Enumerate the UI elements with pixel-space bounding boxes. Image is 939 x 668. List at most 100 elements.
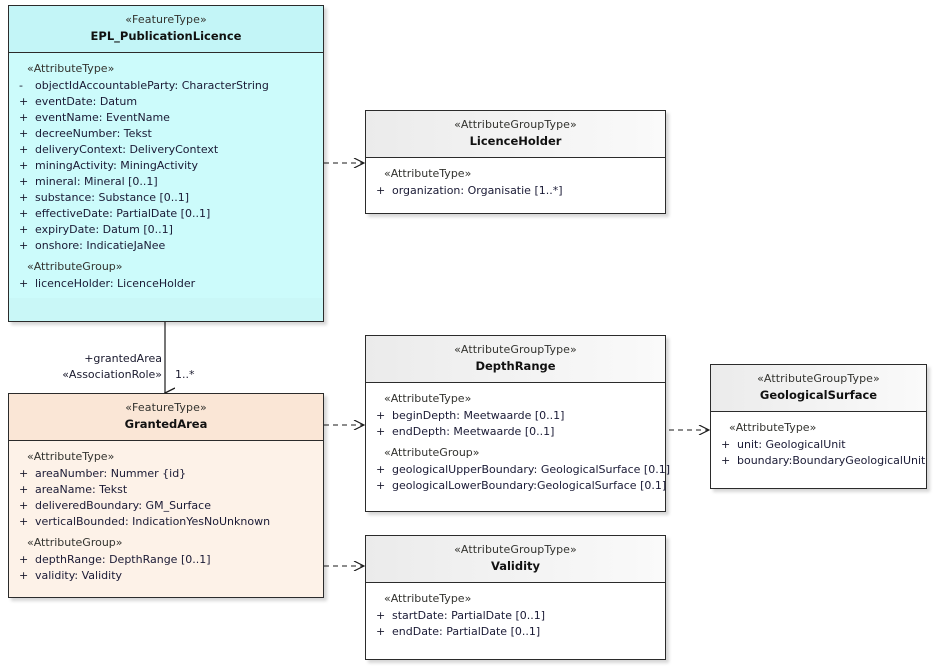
class-stereotype: «AttributeGroupType»: [454, 343, 577, 356]
class-box-depth-range[interactable]: «AttributeGroupType» DepthRange «Attribu…: [365, 335, 670, 512]
attribute-row[interactable]: + areaName: Tekst: [13, 481, 319, 497]
attribute-visibility: +: [721, 453, 731, 467]
compartment-group-label: «AttributeType»: [27, 450, 115, 464]
class-box-granted-area[interactable]: «FeatureType» GrantedArea «AttributeType…: [8, 393, 324, 598]
attribute-label: decreeNumber: Tekst: [35, 126, 152, 140]
attribute-label: licenceHolder: LicenceHolder: [35, 276, 196, 290]
attribute-visibility: +: [376, 408, 386, 422]
class-stereotype: «AttributeGroupType»: [454, 543, 577, 556]
attribute-row[interactable]: + eventDate: Datum: [13, 93, 319, 109]
attribute-visibility: +: [19, 142, 29, 156]
class-header-validity: «AttributeGroupType» Validity: [366, 536, 665, 584]
attribute-row[interactable]: + geologicalLowerBoundary:GeologicalSurf…: [370, 477, 666, 493]
attribute-label: endDepth: Meetwaarde [0..1]: [392, 424, 555, 438]
attribute-label: onshore: IndicatieJaNee: [35, 238, 166, 252]
class-box-licence-holder[interactable]: «AttributeGroupType» LicenceHolder «Attr…: [365, 110, 666, 214]
association-role-name: +grantedArea: [84, 352, 162, 365]
attribute-visibility: +: [19, 94, 29, 108]
attribute-label: substance: Substance [0..1]: [35, 190, 190, 204]
attribute-visibility: +: [19, 482, 29, 496]
attribute-visibility: +: [19, 276, 29, 290]
attribute-row[interactable]: + validity: Validity: [13, 567, 319, 583]
attribute-label: eventDate: Datum: [35, 94, 138, 108]
attribute-row[interactable]: + boundary:BoundaryGeologicalUnit: [715, 452, 926, 468]
compartment-group-label: «AttributeType»: [384, 392, 472, 406]
class-stereotype: «AttributeGroupType»: [454, 118, 577, 131]
attribute-visibility: +: [19, 238, 29, 252]
attribute-label: deliveryContext: DeliveryContext: [35, 142, 219, 156]
attribute-visibility: +: [721, 437, 731, 451]
attribute-label: boundary:BoundaryGeologicalUnit: [737, 453, 926, 467]
compartment-group-label: «AttributeType»: [729, 421, 817, 435]
class-box-geological-surface[interactable]: «AttributeGroupType» GeologicalSurface «…: [710, 364, 927, 489]
attribute-row[interactable]: + substance: Substance [0..1]: [13, 189, 319, 205]
attribute-label: deliveredBoundary: GM_Surface: [35, 498, 211, 512]
attribute-label: areaName: Tekst: [35, 482, 128, 496]
attribute-row[interactable]: + endDepth: Meetwaarde [0..1]: [370, 423, 661, 439]
class-body-depth-range: «AttributeType» + beginDepth: Meetwaarde…: [366, 383, 670, 501]
compartment-group-label: «AttributeType»: [384, 167, 472, 181]
attribute-row[interactable]: + areaNumber: Nummer {id}: [13, 465, 319, 481]
attribute-label: mineral: Mineral [0..1]: [35, 174, 158, 188]
association-multiplicity-label: 1..*: [175, 368, 195, 381]
attribute-label: geologicalUpperBoundary: GeologicalSurfa…: [392, 462, 671, 476]
class-name: DepthRange: [475, 358, 556, 373]
attribute-label: eventName: EventName: [35, 110, 170, 124]
attribute-visibility: +: [19, 466, 29, 480]
attribute-row[interactable]: + startDate: PartialDate [0..1]: [370, 607, 661, 623]
class-box-validity[interactable]: «AttributeGroupType» Validity «Attribute…: [365, 535, 666, 660]
attribute-visibility: +: [19, 206, 29, 220]
attribute-label: verticalBounded: IndicationYesNoUnknown: [35, 514, 271, 528]
attribute-row[interactable]: + onshore: IndicatieJaNee: [13, 237, 319, 253]
class-header-epl-publication-licence: «FeatureType» EPL_PublicationLicence: [9, 6, 323, 54]
attribute-visibility: +: [19, 190, 29, 204]
attribute-row[interactable]: + effectiveDate: PartialDate [0..1]: [13, 205, 319, 221]
compartment-group-label: «AttributeType»: [27, 62, 115, 76]
attribute-row[interactable]: + licenceHolder: LicenceHolder: [13, 275, 319, 291]
attribute-row[interactable]: + eventName: EventName: [13, 109, 319, 125]
class-header-licence-holder: «AttributeGroupType» LicenceHolder: [366, 111, 665, 159]
class-name: GeologicalSurface: [759, 387, 878, 402]
class-name: LicenceHolder: [469, 133, 562, 148]
attribute-label: effectiveDate: PartialDate [0..1]: [35, 206, 211, 220]
attribute-row[interactable]: - objectIdAccountableParty: CharacterStr…: [13, 77, 319, 93]
class-box-epl-publication-licence[interactable]: «FeatureType» EPL_PublicationLicence «At…: [8, 5, 324, 322]
attribute-row[interactable]: + endDate: PartialDate [0..1]: [370, 623, 661, 639]
attribute-visibility: +: [19, 514, 29, 528]
association-stereotype-label: «AssociationRole»: [62, 368, 162, 381]
attribute-row[interactable]: + decreeNumber: Tekst: [13, 125, 319, 141]
class-name: EPL_PublicationLicence: [90, 28, 242, 43]
attribute-label: beginDepth: Meetwaarde [0..1]: [392, 408, 565, 422]
attribute-row[interactable]: + deliveredBoundary: GM_Surface: [13, 497, 319, 513]
attribute-row[interactable]: + mineral: Mineral [0..1]: [13, 173, 319, 189]
attribute-visibility: +: [19, 568, 29, 582]
class-body-validity: «AttributeType» + startDate: PartialDate…: [366, 583, 665, 647]
attribute-row[interactable]: + geologicalUpperBoundary: GeologicalSur…: [370, 461, 670, 477]
class-body-licence-holder: «AttributeType» + organization: Organisa…: [366, 158, 665, 206]
class-body-geological-surface: «AttributeType» + unit: GeologicalUnit +…: [711, 412, 926, 476]
attribute-row[interactable]: + deliveryContext: DeliveryContext: [13, 141, 319, 157]
attribute-label: endDate: PartialDate [0..1]: [392, 624, 541, 638]
attribute-visibility: +: [376, 424, 386, 438]
attribute-visibility: +: [19, 552, 29, 566]
attribute-visibility: +: [19, 126, 29, 140]
attribute-row[interactable]: + miningActivity: MiningActivity: [13, 157, 319, 173]
class-name: Validity: [490, 558, 541, 573]
attribute-visibility: +: [19, 158, 29, 172]
compartment-group-label: «AttributeGroup»: [27, 260, 123, 274]
attribute-row[interactable]: + organization: Organisatie [1..*]: [370, 182, 661, 198]
attribute-row[interactable]: + beginDepth: Meetwaarde [0..1]: [370, 407, 661, 423]
compartment-group-label: «AttributeType»: [384, 592, 472, 606]
class-header-granted-area: «FeatureType» GrantedArea: [9, 394, 323, 442]
attribute-row[interactable]: + verticalBounded: IndicationYesNoUnknow…: [13, 513, 319, 529]
attribute-row[interactable]: + depthRange: DepthRange [0..1]: [13, 551, 319, 567]
compartment-group-label: «AttributeGroup»: [384, 446, 480, 460]
attribute-row[interactable]: + unit: GeologicalUnit: [715, 436, 922, 452]
attribute-label: areaNumber: Nummer {id}: [35, 466, 187, 480]
attribute-label: depthRange: DepthRange [0..1]: [35, 552, 211, 566]
attribute-visibility: +: [19, 222, 29, 236]
attribute-row[interactable]: + expiryDate: Datum [0..1]: [13, 221, 319, 237]
class-body-epl-publication-licence: «AttributeType» - objectIdAccountablePar…: [9, 53, 323, 299]
attribute-visibility: +: [19, 174, 29, 188]
